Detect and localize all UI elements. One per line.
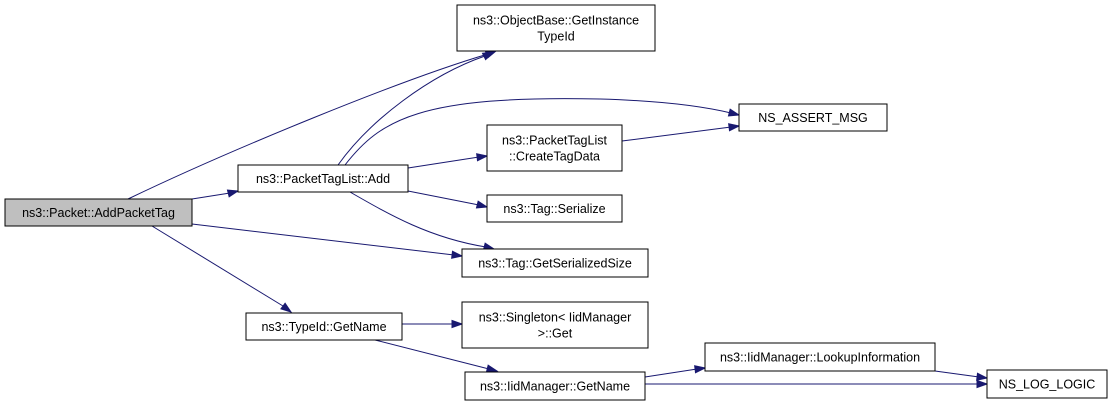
node-box [4,198,193,227]
arrowhead-icon [475,200,489,209]
node-label: ns3::PacketTagList::Add [256,172,390,186]
arrowhead-icon [451,250,464,259]
arrowhead-icon [226,189,240,198]
edge-packet-tag-list-add-to-get-instance-typeid [337,51,495,166]
node-label: ns3::Singleton< IidManager [479,311,632,325]
node-typeid-get-name[interactable]: ns3::TypeId::GetName [245,312,403,341]
node-box [245,312,403,341]
edge-packet-tag-list-add-to-ns-assert-msg [344,98,741,166]
node-ns-assert-msg[interactable]: NS_ASSERT_MSG [738,103,888,132]
node-label: ns3::Packet::AddPacketTag [22,206,175,220]
edge-line [151,225,284,307]
node-tag-serialize[interactable]: ns3::Tag::Serialize [486,194,623,223]
node-box [464,371,646,401]
edge-line [934,370,980,378]
arrowhead-icon [728,123,741,132]
edge-create-tag-data-to-ns-assert-msg [621,123,741,142]
node-tag-get-serialized-size[interactable]: ns3::Tag::GetSerializedSize [461,248,649,278]
node-box [986,369,1108,399]
edge-line [621,126,732,142]
node-lookup-information[interactable]: ns3::IidManager::LookupInformation [704,342,936,372]
arrowhead-icon [694,365,707,374]
node-box [486,194,623,223]
edge-line [407,190,480,206]
node-label: ns3::Tag::Serialize [503,202,605,216]
edge-packet-tag-list-add-to-create-tag-data [407,153,489,169]
node-label: NS_LOG_LOGIC [999,378,1096,392]
node-label: ns3::IidManager::GetName [480,380,630,394]
node-box [486,124,623,172]
node-label: ns3::IidManager::LookupInformation [720,351,920,365]
arrowhead-icon [727,108,741,117]
edge-add-packet-tag-to-packet-tag-list-add [191,189,240,200]
edge-line [344,98,732,166]
edge-line [337,55,486,166]
edge-iid-manager-get-name-to-lookup-information [644,365,707,378]
node-label: ::CreateTagData [509,150,600,164]
arrowhead-icon [451,319,464,329]
edge-line [349,191,487,248]
node-singleton-get[interactable]: ns3::Singleton< IidManager>::Get [461,301,649,349]
arrowhead-icon [485,364,499,373]
arrowhead-icon [976,379,989,389]
node-label: >::Get [538,327,573,341]
edge-line [191,192,231,200]
node-label: ns3::PacketTagList [502,134,607,148]
arrowhead-icon [976,372,989,381]
edge-typeid-get-name-to-iid-manager-get-name [374,339,499,373]
edge-add-packet-tag-to-tag-get-serialized-size [191,223,464,259]
node-label: NS_ASSERT_MSG [758,111,868,125]
node-iid-manager-get-name[interactable]: ns3::IidManager::GetName [464,371,646,401]
edge-iid-manager-get-name-to-ns-log-logic [645,379,989,389]
node-label: TypeId [537,30,575,44]
node-create-tag-data[interactable]: ns3::PacketTagList::CreateTagData [486,124,623,172]
node-ns-log-logic[interactable]: NS_LOG_LOGIC [986,369,1108,399]
edge-line [127,53,489,200]
edge-line [191,223,455,256]
node-add-packet-tag: ns3::Packet::AddPacketTag [4,198,193,227]
edge-lookup-information-to-ns-log-logic [934,370,989,381]
edge-typeid-get-name-to-singleton-get [402,319,464,329]
node-label: ns3::Tag::GetSerializedSize [478,257,632,271]
edge-add-packet-tag-to-typeid-get-name [151,225,293,313]
node-packet-tag-list-add[interactable]: ns3::PacketTagList::Add [237,164,409,193]
edge-line [644,368,698,378]
node-box [456,4,656,52]
edge-line [374,339,490,370]
node-label: ns3::ObjectBase::GetInstance [473,14,639,28]
arrowhead-icon [476,153,489,162]
node-box [237,164,409,193]
edge-packet-tag-list-add-to-tag-get-serialized-size [349,191,496,251]
edge-line [407,156,480,169]
call-nodes: ns3::Packet::AddPacketTag ns3::ObjectBase… [4,4,1108,401]
edge-packet-tag-list-add-to-tag-serialize [407,190,489,209]
node-box [738,103,888,132]
node-box [461,248,649,278]
node-label: ns3::TypeId::GetName [261,320,386,334]
node-box [461,301,649,349]
node-box [704,342,936,372]
call-edges [127,50,989,389]
arrowhead-icon [481,51,495,61]
arrowhead-icon [280,302,293,313]
